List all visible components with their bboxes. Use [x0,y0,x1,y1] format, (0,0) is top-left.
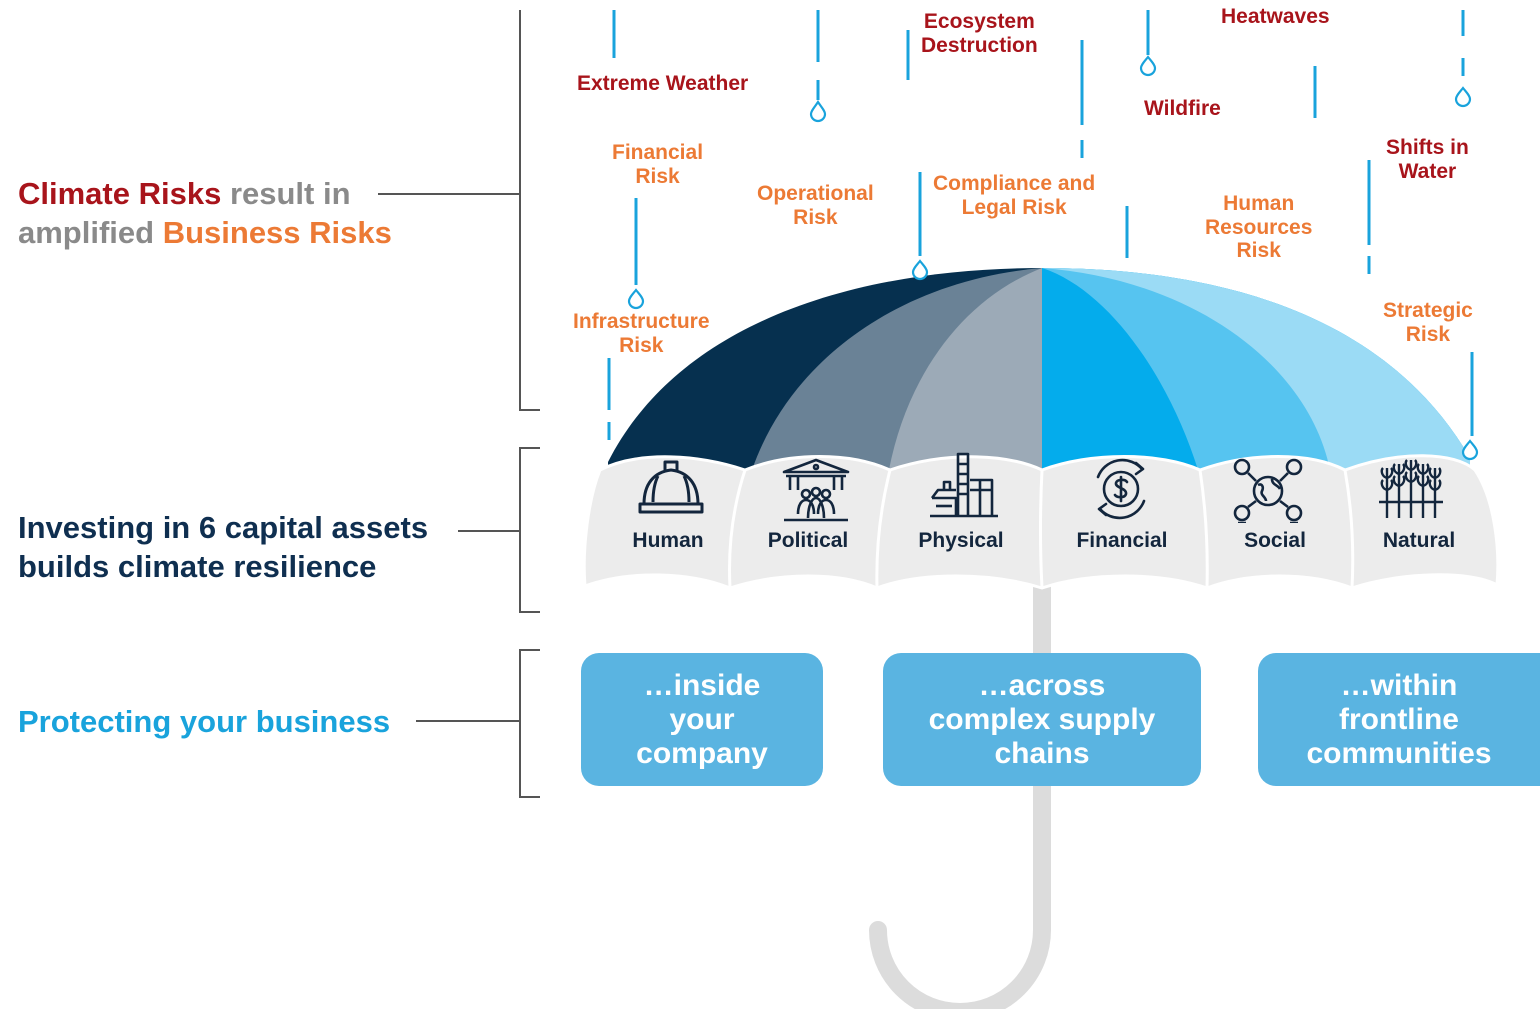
bracket-capital [519,447,540,613]
raindrop-icon [1454,86,1472,108]
raindrop-icon [809,100,827,123]
industrial-plant-icon [930,452,998,518]
risk-heatwaves: Heatwaves [1221,5,1330,28]
protect-heading-text: Protecting your business [18,704,391,739]
risk-infrastructure: Infrastructure Risk [573,310,710,357]
risk-shifts-in-water: Shifts in Water [1386,136,1469,183]
risk-strategic: Strategic Risk [1383,299,1473,346]
protect-box-company: …inside your company [581,653,823,786]
capital-label-financial: Financial [1076,529,1168,552]
capital-assets-heading: Investing in 6 capital assets builds cli… [18,508,428,586]
government-building-icon [782,458,850,522]
capital-label-social: Social [1244,529,1306,552]
raindrop-icon [1461,439,1479,461]
capital-label-natural: Natural [1382,529,1456,552]
risk-ecosystem-destruction: Ecosystem Destruction [921,10,1038,57]
raindrop-icon [1139,55,1157,77]
dollar-cycle-icon [1096,458,1146,520]
risk-extreme-weather: Extreme Weather [577,72,749,95]
result-in-text: result in [221,176,351,211]
bracket-protect [519,649,540,798]
wheat-icon [1379,459,1443,518]
capital-heading-line2: builds climate resilience [18,549,377,584]
capital-label-physical: Physical [918,529,1004,552]
capital-label-human: Human [632,529,704,552]
risk-operational: Operational Risk [757,182,874,229]
people-network-globe-icon [1233,458,1303,523]
canopy-panel-physical [888,268,1060,480]
protect-box-communities: …within frontline communities [1258,653,1540,786]
risk-human-resources: Human Resources Risk [1205,192,1313,263]
protect-heading: Protecting your business [18,702,390,741]
raindrop-icon [911,259,929,281]
protect-box-supply-chains: …across complex supply chains [883,653,1201,786]
business-risks-term: Business Risks [162,215,392,250]
risk-compliance-legal: Compliance and Legal Risk [933,172,1096,219]
climate-risks-term: Climate Risks [18,176,222,211]
risk-financial: Financial Risk [612,141,704,188]
hard-hat-icon [638,460,704,514]
amplified-text: amplified [18,215,163,250]
bracket-climate [519,10,540,411]
capital-heading-line1: Investing in 6 capital assets [18,510,429,545]
risk-wildfire: Wildfire [1144,97,1221,120]
umbrella-shaft [869,576,1051,1009]
capital-label-political: Political [767,529,849,552]
climate-business-heading: Climate Risks result in amplified Busine… [18,174,392,252]
raindrop-icon [627,288,645,310]
